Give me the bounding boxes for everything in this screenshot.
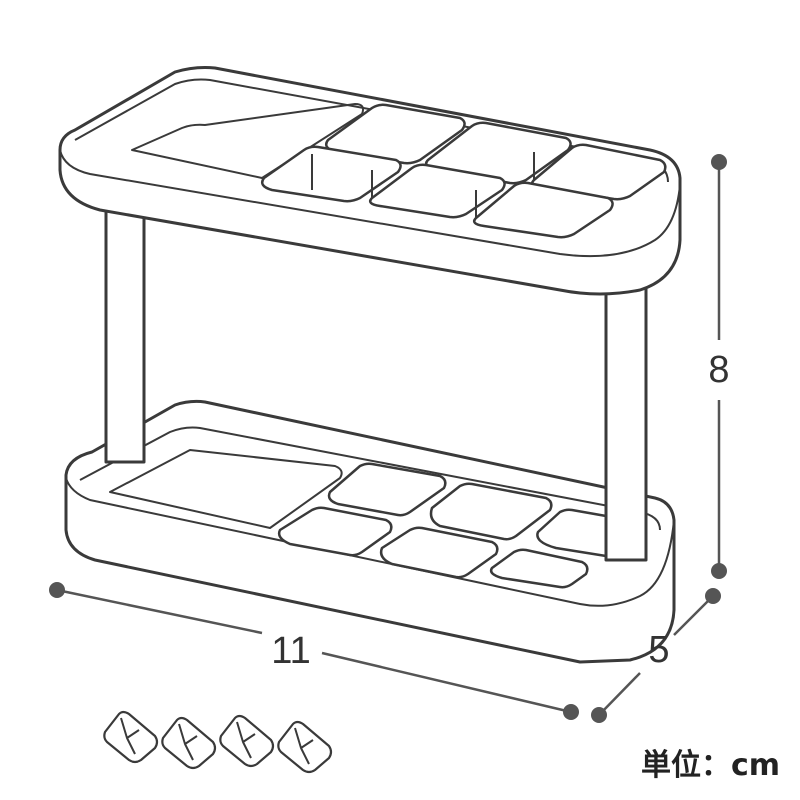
height-top-dot xyxy=(711,154,727,170)
left-pillar xyxy=(104,208,146,464)
toothbrush-holder-clip-icon xyxy=(103,710,159,764)
depth-bottom-dot xyxy=(591,707,607,723)
width-dimension: 11 xyxy=(49,582,579,720)
unit-label: 単位：cm xyxy=(641,748,780,783)
toothbrush-holder-clip-icon xyxy=(277,720,333,774)
toothbrush-holder-clip-icon xyxy=(219,714,275,768)
depth-top-dot xyxy=(705,588,721,604)
width-label: 11 xyxy=(271,630,310,672)
top-tray xyxy=(58,66,682,296)
toothbrush-stand-illustration xyxy=(58,66,682,664)
depth-label: 5 xyxy=(648,629,669,671)
width-right-dot xyxy=(563,704,579,720)
bottom-tray xyxy=(64,399,676,664)
width-left-dot xyxy=(49,582,65,598)
height-label: 8 xyxy=(708,349,729,391)
right-pillar xyxy=(604,253,648,562)
depth-dimension: 5 xyxy=(591,588,721,723)
height-bottom-dot xyxy=(711,563,727,579)
toothbrush-holder-clip-icon xyxy=(161,716,217,770)
accessory-clips xyxy=(103,710,333,774)
height-dimension: 8 xyxy=(708,154,730,579)
